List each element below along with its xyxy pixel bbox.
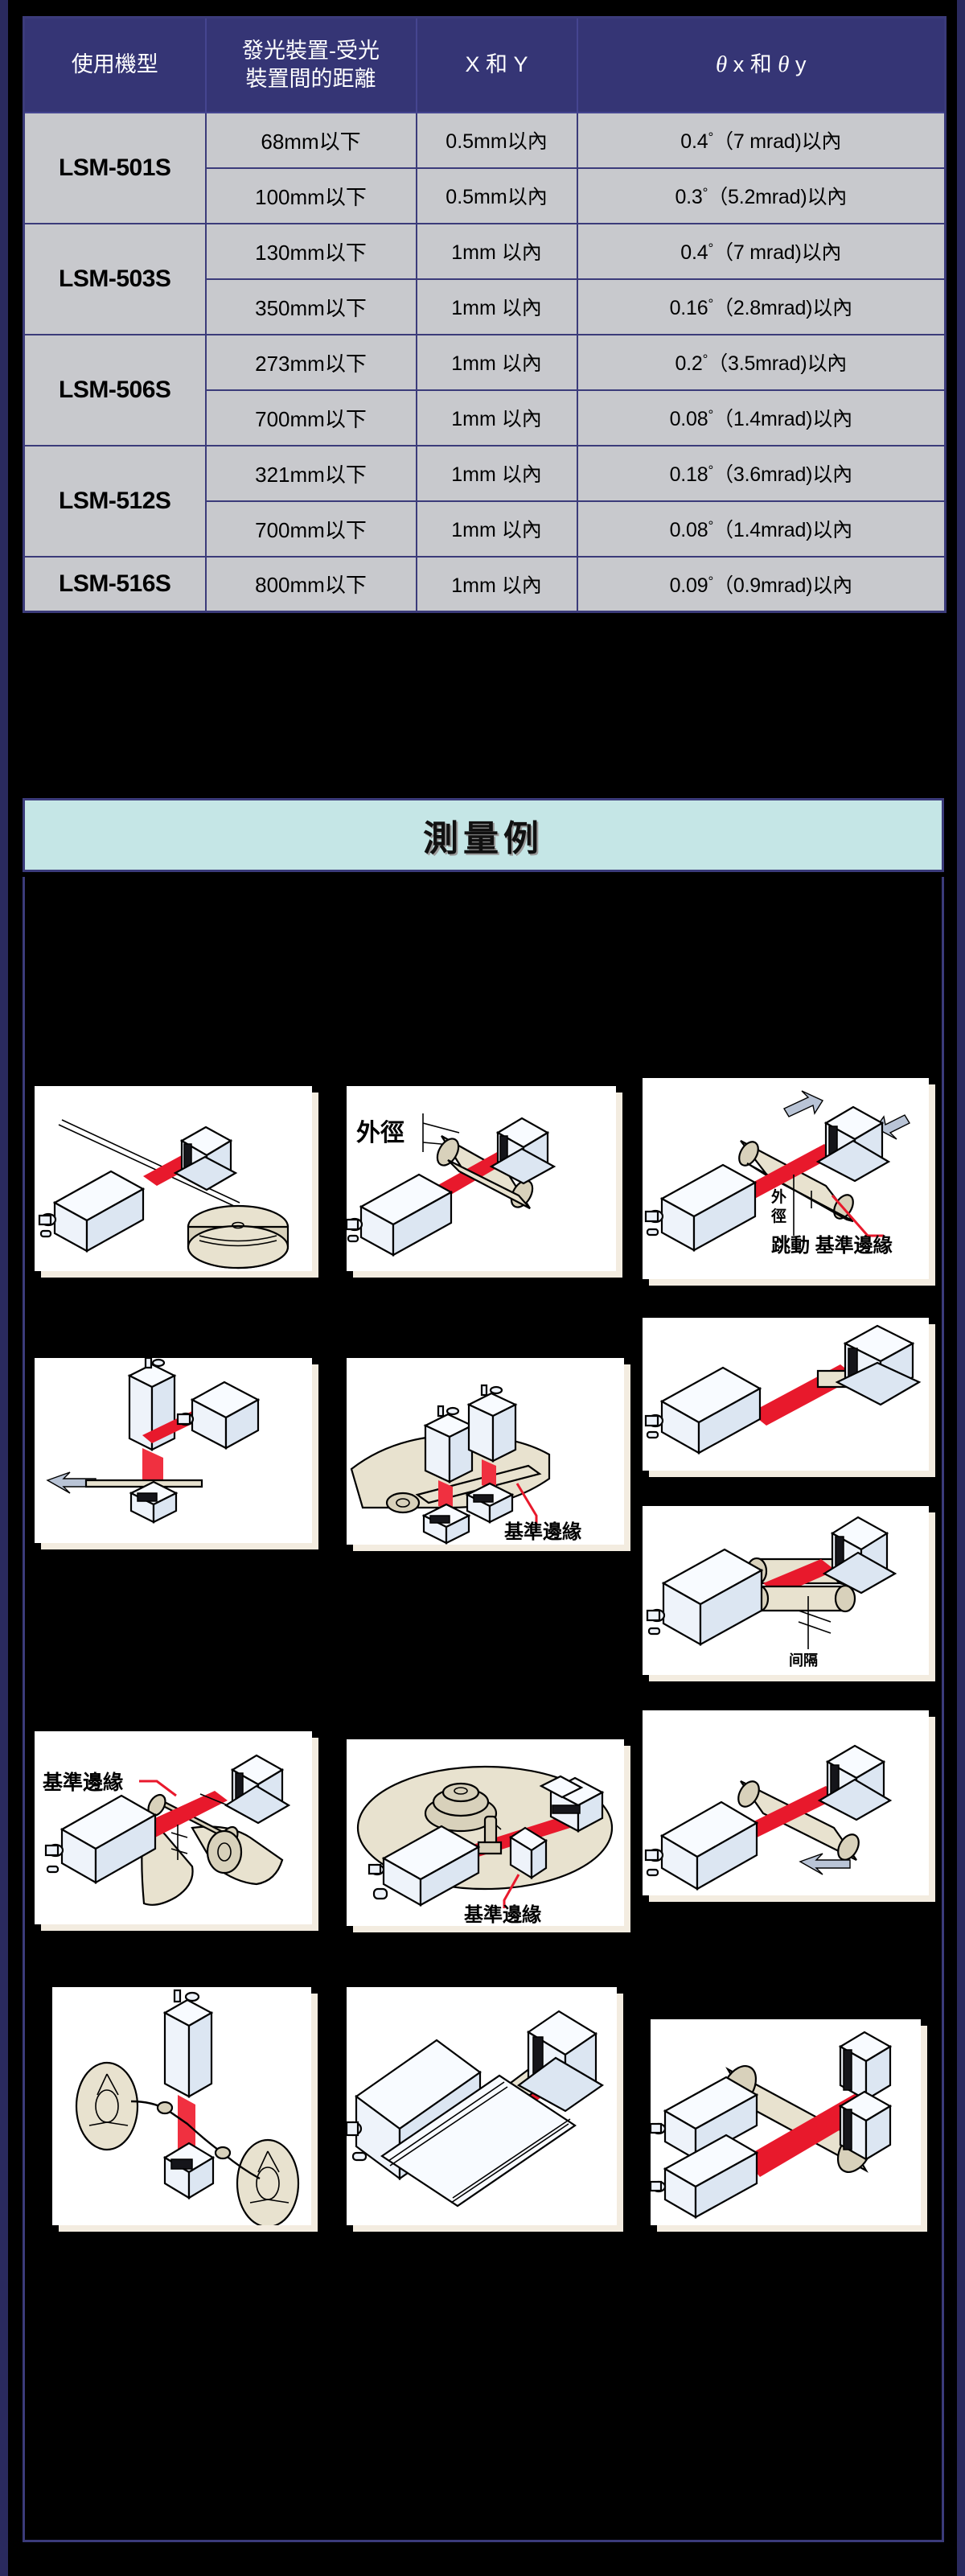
- illustration-web-ref-edge: 基準邊緣: [43, 1754, 291, 1906]
- label-reference-edge: 基準邊緣: [464, 1903, 541, 1926]
- example-card-wire-on-spool: [35, 1086, 312, 1271]
- illustration-rail-profile: [347, 2010, 605, 2208]
- example-card-runout-ref-edge: 外 徑 跳動 基準邊緣: [643, 1078, 929, 1279]
- cell-xy: 1mm 以內: [415, 222, 578, 280]
- header-xy: X 和 Y: [415, 16, 578, 113]
- table-row: LSM-506S 273mm以下 1mm 以內 0.2°（3.5mrad)以內: [23, 333, 947, 446]
- label-outer-diameter: 外徑: [356, 1119, 404, 1146]
- cell-distance: 130mm以下: [204, 222, 417, 280]
- label-outer-char1: 外: [771, 1187, 786, 1206]
- illustration-cross-beam-gap: [46, 1358, 261, 1524]
- example-card-reel-to-reel: [52, 1987, 311, 2225]
- example-card-dual-head-roller: [651, 2019, 921, 2225]
- illustration-outer-diameter: 外徑: [347, 1113, 556, 1257]
- cell-distance: 800mm以下: [204, 555, 417, 613]
- cell-model: LSM-506S: [23, 333, 207, 446]
- theta-symbol-x: θ: [715, 51, 728, 78]
- illustration-wire-on-spool: [38, 1119, 290, 1269]
- table-row: LSM-503S 130mm以下 1mm 以內 0.4°（7 mrad)以內: [23, 222, 947, 335]
- cell-model: LSM-512S: [23, 444, 207, 558]
- spec-table-body: LSM-501S 68mm以下 0.5mm以內 0.4°（7 mrad)以內 1…: [23, 111, 947, 613]
- example-card-two-rods-gap: 间隔: [643, 1506, 929, 1675]
- illustration-runout-ref-edge: 外 徑 跳動 基準邊緣: [644, 1090, 910, 1257]
- left-rail: [0, 0, 8, 2576]
- table-row: LSM-501S 68mm以下 0.5mm以內 0.4°（7 mrad)以內: [23, 111, 947, 224]
- header-theta: θ x 和 θ y: [576, 16, 947, 113]
- cell-distance: 68mm以下: [204, 111, 417, 169]
- label-reference-edge: 基準邊緣: [504, 1520, 581, 1543]
- table-row: 350mm以下 1mm 以內 0.16°（2.8mrad)以內: [24, 278, 947, 335]
- header-distance: 發光裝置-受光 裝置間的距離: [204, 16, 417, 113]
- illustration-dual-head-roller: [651, 2031, 893, 2219]
- cell-distance: 273mm以下: [204, 333, 417, 391]
- cell-xy: 1mm 以內: [415, 278, 578, 335]
- cell-theta: 0.16°（2.8mrad)以內: [576, 278, 947, 335]
- cell-xy: 1mm 以內: [415, 500, 578, 558]
- table-row: 700mm以下 1mm 以內 0.08°（1.4mrad)以內: [24, 500, 947, 558]
- spec-table: 使用機型 發光裝置-受光 裝置間的距離 X 和 Y θ x 和 θ y: [23, 16, 947, 613]
- cell-xy: 1mm 以內: [415, 389, 578, 446]
- table-row: LSM-516S 800mm以下 1mm 以內 0.09°（0.9mrad)以內: [23, 555, 947, 613]
- example-card-rod-through-beam: [643, 1318, 929, 1471]
- examples-panel: 外徑: [23, 877, 944, 2542]
- illustration-two-rods-gap: 间隔: [646, 1516, 897, 1669]
- header-model: 使用機型: [23, 16, 207, 113]
- cell-theta: 0.08°（1.4mrad)以內: [576, 389, 947, 446]
- example-card-cross-beam-gap: [35, 1358, 312, 1543]
- cell-theta: 0.3°（5.2mrad)以內: [576, 167, 947, 224]
- example-card-roller-sway: [643, 1710, 929, 1895]
- cell-xy: 1mm 以內: [415, 333, 578, 391]
- cell-distance: 321mm以下: [204, 444, 417, 502]
- cell-theta: 0.2°（3.5mrad)以內: [576, 333, 947, 391]
- illustration-turntable-ref-edge: 基準邊緣: [356, 1765, 614, 1926]
- section-title-text: 測量例: [423, 819, 544, 858]
- cell-xy: 0.5mm以內: [415, 167, 578, 224]
- table-row: 100mm以下 0.5mm以內 0.3°（5.2mrad)以內: [24, 167, 947, 224]
- cell-model: LSM-516S: [23, 555, 207, 613]
- cell-theta: 0.09°（0.9mrad)以內: [576, 555, 947, 613]
- table-row: LSM-512S 321mm以下 1mm 以內 0.18°（3.6mrad)以內: [23, 444, 947, 558]
- cell-theta: 0.4°（7 mrad)以內: [576, 222, 947, 280]
- cell-theta: 0.4°（7 mrad)以內: [576, 111, 947, 169]
- example-card-turntable-ref-edge: 基準邊緣: [347, 1739, 624, 1926]
- illustration-reel-to-reel: [75, 1989, 300, 2225]
- table-row: 700mm以下 1mm 以內 0.08°（1.4mrad)以內: [24, 389, 947, 446]
- spec-table-container: 使用機型 發光裝置-受光 裝置間的距離 X 和 Y θ x 和 θ y: [23, 16, 947, 613]
- cell-xy: 1mm 以內: [415, 444, 578, 502]
- label-runout-ref-edge: 跳動 基準邊緣: [771, 1234, 893, 1257]
- example-card-rail-profile: [347, 1987, 617, 2225]
- illustration-rod-through-beam: [644, 1324, 922, 1455]
- cell-theta: 0.18°（3.6mrad)以內: [576, 444, 947, 502]
- label-reference-edge: 基準邊緣: [43, 1771, 123, 1794]
- theta-symbol-y: θ: [778, 51, 790, 78]
- cell-xy: 1mm 以內: [415, 555, 578, 613]
- cell-theta: 0.08°（1.4mrad)以內: [576, 500, 947, 558]
- example-card-outer-diameter: 外徑: [347, 1086, 616, 1271]
- cell-distance: 100mm以下: [204, 167, 417, 224]
- cell-xy: 0.5mm以內: [415, 111, 578, 169]
- cell-distance: 700mm以下: [204, 389, 417, 446]
- label-gap: 间隔: [789, 1652, 818, 1669]
- label-outer-char2: 徑: [770, 1207, 786, 1225]
- spec-table-header-row: 使用機型 發光裝置-受光 裝置間的距離 X 和 Y θ x 和 θ y: [23, 16, 947, 113]
- cell-distance: 700mm以下: [204, 500, 417, 558]
- illustration-roller-sway: [644, 1744, 893, 1891]
- illustration-sheet-ref-edge: 基準邊緣: [350, 1384, 581, 1545]
- cell-model: LSM-503S: [23, 222, 207, 335]
- example-card-sheet-ref-edge: 基準邊緣: [347, 1358, 624, 1545]
- cell-distance: 350mm以下: [204, 278, 417, 335]
- section-title-measurement-examples: 測量例: [23, 798, 944, 872]
- cell-model: LSM-501S: [23, 111, 207, 224]
- example-card-web-ref-edge: 基準邊緣: [35, 1731, 312, 1924]
- right-rail: [957, 0, 965, 2576]
